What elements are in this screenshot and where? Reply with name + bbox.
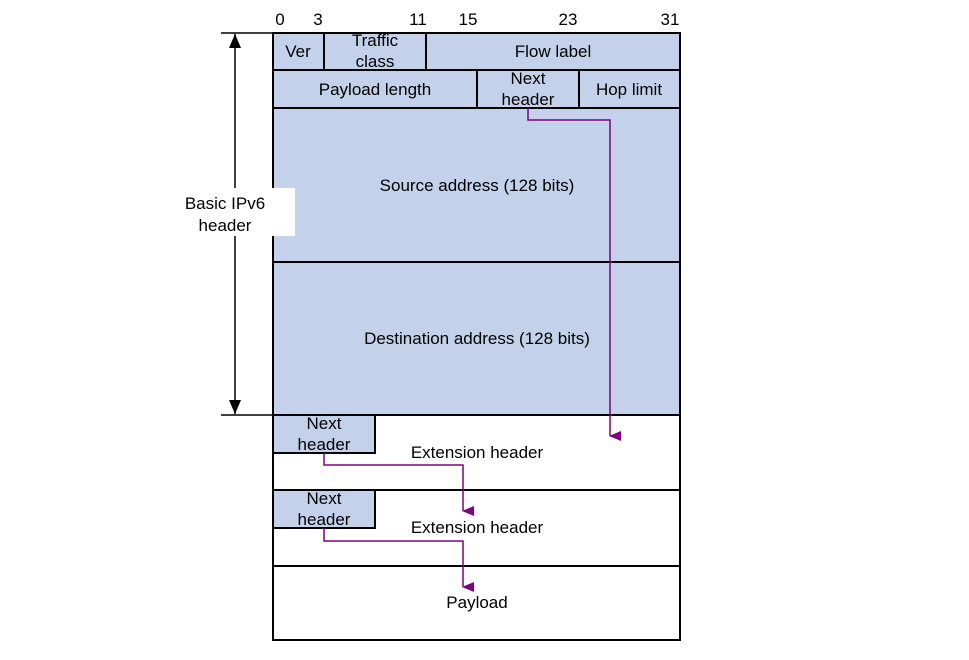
destination-address-field <box>272 261 681 416</box>
bit-3: 3 <box>313 10 322 29</box>
payload-label: Payload <box>446 593 507 612</box>
extension-1-next-header-field <box>272 414 376 454</box>
payload-section: Payload <box>272 565 681 641</box>
extension-2-label: Extension header <box>411 518 544 537</box>
extension-header-1: Next header Extension header <box>272 414 681 491</box>
bit-23: 23 <box>559 10 578 29</box>
payload-box <box>272 565 681 641</box>
basic-header-label-1: Basic IPv6 <box>185 194 265 213</box>
bit-ruler: 0 3 11 15 23 31 <box>275 10 679 29</box>
extension-1-label: Extension header <box>411 443 544 462</box>
extension-2-next-header-label-2: header <box>298 510 351 529</box>
arrow-extension-1-to-extension-2 <box>323 453 474 516</box>
source-address-label: Source address (128 bits) <box>380 176 575 195</box>
header-row-2: Payload length Next header Hop limit <box>272 69 681 109</box>
next-header-label-1: Next <box>511 69 546 88</box>
bit-11: 11 <box>409 10 427 29</box>
hop-limit-field <box>578 69 681 109</box>
extension-1-next-header-label-1: Next <box>307 414 342 433</box>
next-header-label-2: header <box>502 90 555 109</box>
basic-header-label-2: header <box>199 216 252 235</box>
header-row-1: Ver Traffic class Flow label <box>272 31 681 71</box>
ver-label: Ver <box>285 42 311 61</box>
bit-31: 31 <box>661 10 680 29</box>
next-header-chain <box>323 108 621 592</box>
bit-15: 15 <box>459 10 478 29</box>
bit-0: 0 <box>275 10 284 29</box>
hop-limit-label: Hop limit <box>596 80 662 99</box>
traffic-class-label-1: Traffic <box>352 31 399 50</box>
destination-address-label: Destination address (128 bits) <box>364 329 590 348</box>
traffic-class-label-2: class <box>356 52 395 71</box>
arrow-extension-2-to-payload <box>323 528 474 592</box>
extension-1-next-header-label-2: header <box>298 435 351 454</box>
extension-header-2: Next header Extension header <box>272 489 681 567</box>
arrow-basic-to-extension-1 <box>527 108 621 441</box>
extension-2-next-header-label-1: Next <box>307 489 342 508</box>
payload-length-label: Payload length <box>319 80 431 99</box>
basic-header-bracket: Basic IPv6 header <box>175 32 295 416</box>
flow-label-label: Flow label <box>515 42 592 61</box>
